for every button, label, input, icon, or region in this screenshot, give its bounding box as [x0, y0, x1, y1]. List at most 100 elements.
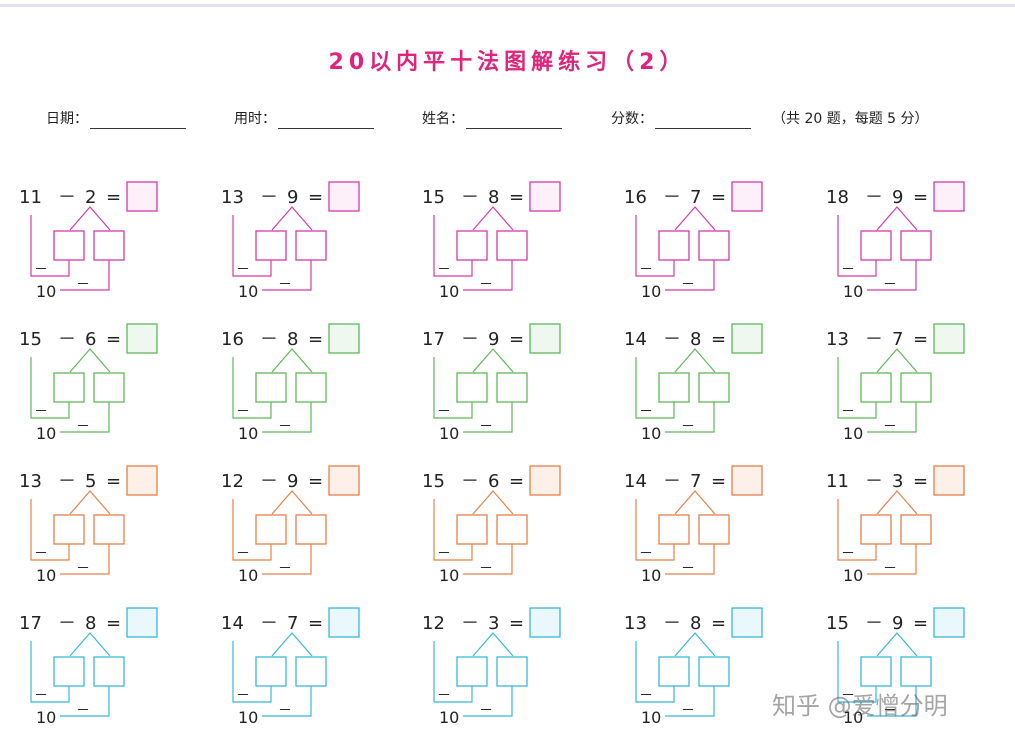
split-branch — [876, 632, 918, 657]
answer-box[interactable] — [731, 323, 763, 354]
split-box-left[interactable] — [255, 514, 287, 545]
split-box-right[interactable] — [496, 230, 528, 261]
answer-box[interactable] — [126, 465, 158, 496]
answer-box[interactable] — [933, 323, 965, 354]
split-box-left[interactable] — [658, 230, 690, 261]
equals-sign: = — [106, 613, 121, 634]
minus-sign: － — [865, 471, 883, 492]
split-box-right[interactable] — [496, 514, 528, 545]
equals-sign: = — [509, 471, 524, 492]
answer-box[interactable] — [529, 181, 561, 212]
answer-box[interactable] — [529, 607, 561, 638]
answer-box[interactable] — [731, 465, 763, 496]
ten-bracket — [837, 215, 877, 277]
problem-1-1: 11－2=－10－ — [19, 181, 158, 301]
score-blank[interactable] — [655, 108, 751, 129]
result-bracket — [867, 260, 917, 291]
date-blank[interactable] — [90, 108, 186, 129]
equals-sign: = — [509, 187, 524, 208]
split-branch — [271, 490, 313, 515]
split-box-right[interactable] — [295, 372, 327, 403]
split-box-right[interactable] — [93, 514, 125, 545]
split-branch — [271, 206, 313, 231]
split-box-left[interactable] — [456, 372, 488, 403]
answer-box[interactable] — [328, 323, 360, 354]
split-box-right[interactable] — [698, 372, 730, 403]
answer-box[interactable] — [529, 465, 561, 496]
split-box-left[interactable] — [658, 656, 690, 687]
split-branch — [674, 632, 716, 657]
split-branch — [69, 632, 111, 657]
split-box-right[interactable] — [295, 230, 327, 261]
split-box-right[interactable] — [698, 656, 730, 687]
subtrahend: 9 — [892, 187, 903, 208]
answer-box[interactable] — [328, 465, 360, 496]
ten-bracket — [837, 357, 877, 419]
split-box-right[interactable] — [295, 656, 327, 687]
name-blank[interactable] — [466, 108, 562, 129]
minuend: 11 — [19, 187, 42, 208]
split-box-left[interactable] — [658, 514, 690, 545]
split-box-left[interactable] — [255, 656, 287, 687]
split-box-left[interactable] — [456, 514, 488, 545]
split-box-right[interactable] — [900, 230, 932, 261]
split-box-left[interactable] — [53, 656, 85, 687]
equals-sign: = — [308, 613, 323, 634]
split-box-right[interactable] — [496, 372, 528, 403]
split-box-left[interactable] — [860, 230, 892, 261]
subtrahend: 9 — [488, 329, 499, 350]
split-box-right[interactable] — [496, 656, 528, 687]
split-box-right[interactable] — [698, 230, 730, 261]
split-box-right[interactable] — [698, 514, 730, 545]
split-box-right[interactable] — [295, 514, 327, 545]
ten-label: 10 — [238, 282, 258, 301]
time-blank[interactable] — [278, 108, 374, 129]
split-box-right[interactable] — [900, 514, 932, 545]
split-box-left[interactable] — [255, 230, 287, 261]
split-box-right[interactable] — [93, 656, 125, 687]
ten-bracket — [30, 215, 70, 277]
split-box-right[interactable] — [900, 656, 932, 687]
split-box-left[interactable] — [53, 514, 85, 545]
minuend: 13 — [826, 329, 849, 350]
minus-mark: － — [841, 688, 855, 704]
minuend: 11 — [826, 471, 849, 492]
answer-box[interactable] — [933, 465, 965, 496]
result-bracket — [665, 686, 715, 717]
answer-box[interactable] — [126, 323, 158, 354]
minus-mark: － — [681, 277, 695, 293]
answer-box[interactable] — [126, 181, 158, 212]
ten-label: 10 — [238, 566, 258, 585]
split-box-right[interactable] — [93, 372, 125, 403]
split-box-left[interactable] — [860, 514, 892, 545]
answer-box[interactable] — [731, 181, 763, 212]
split-box-left[interactable] — [860, 372, 892, 403]
split-box-left[interactable] — [658, 372, 690, 403]
answer-box[interactable] — [933, 181, 965, 212]
split-box-left[interactable] — [456, 656, 488, 687]
split-box-right[interactable] — [900, 372, 932, 403]
split-box-left[interactable] — [53, 230, 85, 261]
ten-label: 10 — [36, 282, 56, 301]
answer-box[interactable] — [126, 607, 158, 638]
minuend: 13 — [221, 187, 244, 208]
subtrahend: 7 — [690, 471, 701, 492]
minus-mark: － — [76, 277, 90, 293]
split-branch — [876, 348, 918, 373]
split-box-left[interactable] — [860, 656, 892, 687]
answer-box[interactable] — [529, 323, 561, 354]
split-box-right[interactable] — [93, 230, 125, 261]
split-box-left[interactable] — [456, 230, 488, 261]
minus-mark: － — [681, 419, 695, 435]
page-title: 20以内平十法图解练习（2） — [328, 50, 687, 75]
date-field: 日期： — [46, 108, 186, 129]
answer-box[interactable] — [328, 607, 360, 638]
minus-mark: － — [479, 703, 493, 719]
answer-box[interactable] — [933, 607, 965, 638]
answer-box[interactable] — [328, 181, 360, 212]
scoring-note: （共 20 题，每题 5 分） — [772, 111, 929, 127]
split-box-left[interactable] — [53, 372, 85, 403]
answer-box[interactable] — [731, 607, 763, 638]
split-box-left[interactable] — [255, 372, 287, 403]
score-label: 分数： — [611, 111, 653, 127]
